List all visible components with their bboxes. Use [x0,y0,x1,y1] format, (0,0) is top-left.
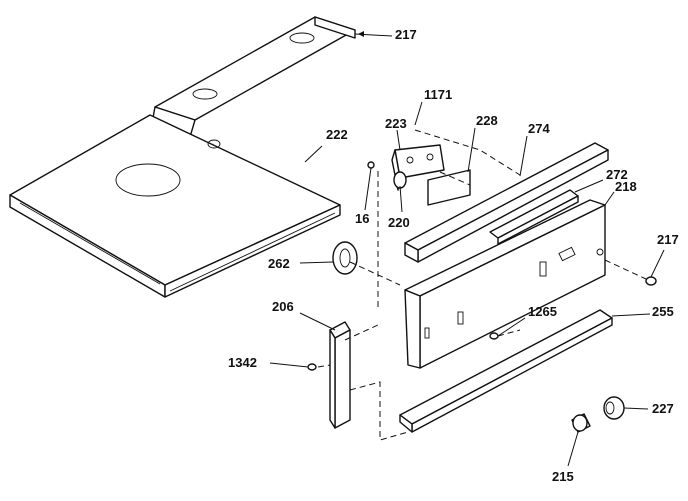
callout-262: 262 [268,256,290,271]
callout-16: 16 [355,211,370,226]
callout-218: 218 [615,179,637,194]
callout-255: 255 [652,304,674,319]
callout-217-right: 217 [657,232,679,247]
screw-1265 [489,332,499,340]
plate-228 [427,169,471,206]
callout-215: 215 [552,469,574,484]
callout-227: 227 [652,401,674,416]
trim-255 [399,309,613,433]
leader-lines [269,31,665,467]
top-bracket-217 [151,16,356,138]
bar-272 [489,189,579,245]
callout-206: 206 [272,299,294,314]
bracket-262 [332,241,358,275]
knob-227 [603,396,625,420]
callout-222: 222 [326,127,348,142]
knob-215 [571,413,591,433]
assembly-lines [317,129,647,441]
callout-1171: 1171 [424,87,453,102]
callout-274: 274 [528,121,550,136]
bracket-223 [391,144,445,191]
callout-217-top: 217 [395,27,417,42]
screw-1342 [307,363,317,371]
callout-272: 272 [606,167,628,182]
callout-223: 223 [385,116,407,131]
bracket-206 [329,321,351,429]
control-panel-218 [404,199,606,369]
screw-16 [367,161,375,169]
callout-1342: 1342 [228,355,257,370]
channel-274 [404,142,609,263]
top-panel-222 [9,114,341,298]
callout-228: 228 [476,113,498,128]
callout-1265: 1265 [528,304,557,319]
callout-220: 220 [388,215,410,230]
plug-217 [645,276,657,286]
